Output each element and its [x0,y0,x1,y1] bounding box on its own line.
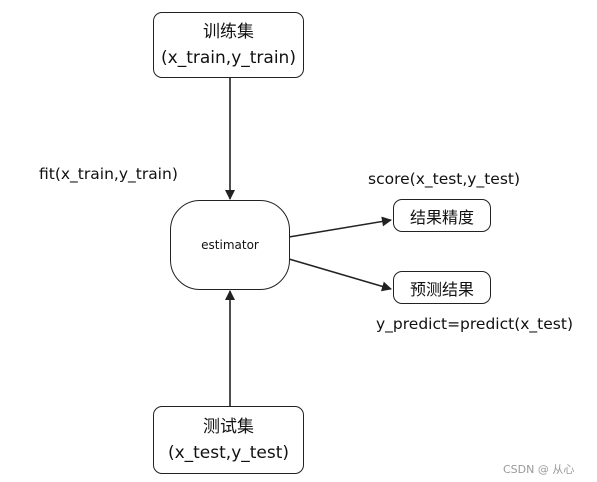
training-set-box: 训练集 (x_train,y_train) [153,12,304,78]
predict-arrow [288,258,392,292]
csdn-watermark: CSDN @ 从心 [503,463,575,476]
fit-label: fit(x_train,y_train) [39,165,178,183]
score-label: score(x_test,y_test) [368,170,521,188]
training-set-args: (x_train,y_train) [161,48,296,68]
estimator-label: estimator [201,238,259,252]
test-set-title: 测试集 [203,417,254,437]
predict-result-box: 预测结果 [393,271,491,304]
predict-result-label: 预测结果 [409,279,474,299]
training-set-title: 训练集 [203,22,254,42]
test-set-box: 测试集 (x_test,y_test) [153,406,304,474]
estimator-node: estimator [170,200,290,290]
score-result-label: 结果精度 [409,207,474,227]
score-arrow [288,216,392,238]
score-result-box: 结果精度 [393,199,491,232]
predict-label: y_predict=predict(x_test) [376,315,573,333]
test-set-args: (x_test,y_test) [167,443,290,463]
